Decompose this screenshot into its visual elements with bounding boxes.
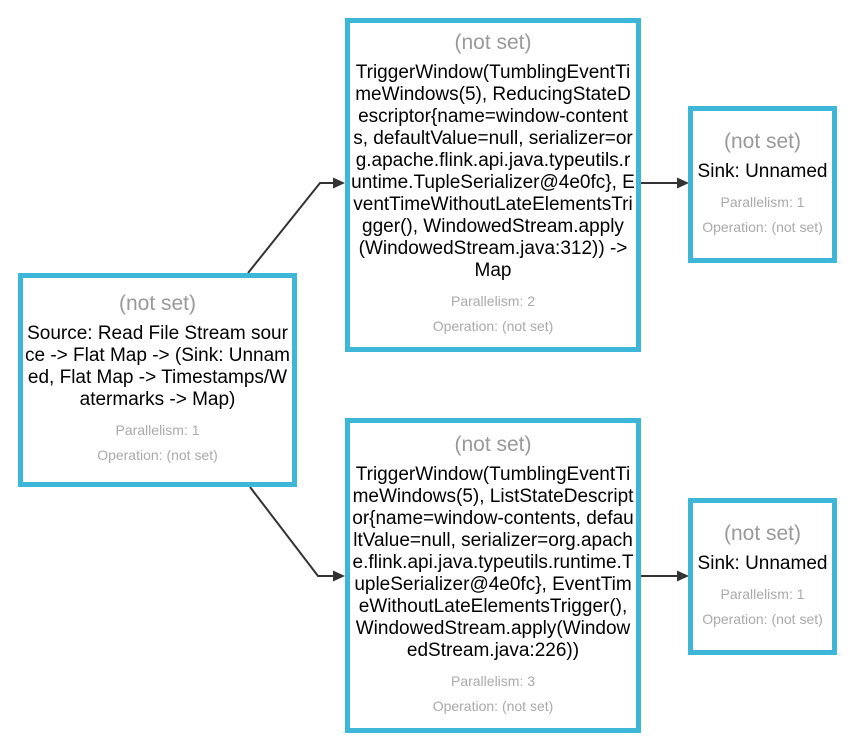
node-title: (not set) xyxy=(118,292,197,315)
node-title: (not set) xyxy=(723,521,802,545)
node-parallelism: Parallelism: 1 xyxy=(115,422,200,438)
node-sink-top[interactable]: (not set) Sink: Unnamed Parallelism: 1 O… xyxy=(688,106,837,263)
node-operation: Operation: (not set) xyxy=(702,610,823,627)
edge-line xyxy=(249,486,334,577)
node-parallelism: Parallelism: 1 xyxy=(720,585,805,602)
node-description: Sink: Unnamed xyxy=(697,552,828,574)
node-sink-bottom[interactable]: (not set) Sink: Unnamed Parallelism: 1 O… xyxy=(688,498,837,655)
node-parallelism: Parallelism: 1 xyxy=(720,193,805,210)
node-title: (not set) xyxy=(454,31,532,54)
node-description: Sink: Unnamed xyxy=(697,160,828,182)
node-operation: Operation: (not set) xyxy=(432,697,554,714)
node-operation: Operation: (not set) xyxy=(432,318,554,334)
node-operation: Operation: (not set) xyxy=(702,218,823,235)
node-description: TriggerWindow(TumblingEventTimeWindows(5… xyxy=(352,463,634,661)
node-parallelism: Parallelism: 3 xyxy=(450,672,536,689)
node-parallelism: Parallelism: 2 xyxy=(450,293,536,309)
edge-source-to-window-list xyxy=(249,486,345,582)
node-source[interactable]: (not set) Source: Read File Stream sourc… xyxy=(18,273,297,487)
node-window-list[interactable]: (not set) TriggerWindow(TumblingEventTim… xyxy=(345,418,641,733)
node-title: (not set) xyxy=(454,432,532,456)
arrowhead xyxy=(333,177,345,189)
node-description: Source: Read File Stream source -> Flat … xyxy=(24,323,291,410)
node-window-reducing[interactable]: (not set) TriggerWindow(TumblingEventTim… xyxy=(345,18,641,352)
edge-window-list-to-sink-bottom xyxy=(641,570,689,582)
edge-source-to-window-reducing xyxy=(247,177,345,274)
edge-window-reducing-to-sink-top xyxy=(641,177,689,189)
arrowhead xyxy=(333,570,345,582)
node-description: TriggerWindow(TumblingEventTimeWindows(5… xyxy=(351,62,635,281)
node-title: (not set) xyxy=(723,129,802,153)
node-operation: Operation: (not set) xyxy=(97,447,218,463)
edge-line xyxy=(247,182,334,274)
